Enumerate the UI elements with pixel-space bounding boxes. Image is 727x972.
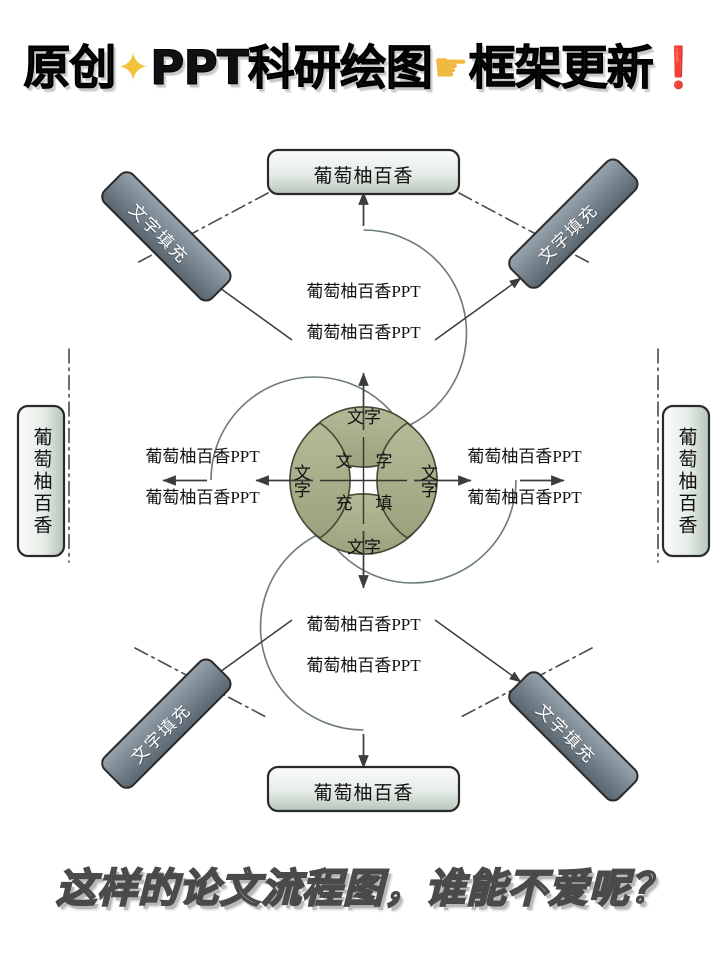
pointing-hand-icon: ☛ xyxy=(432,45,469,91)
title-text-part-1: 原创 xyxy=(23,40,117,96)
outer-box-top[interactable] xyxy=(266,148,461,196)
title-text-part-3: 框架更新 xyxy=(468,40,654,96)
exclamation-icon: ❗ xyxy=(653,45,704,91)
arrows-crescent-to-box xyxy=(162,191,565,769)
footer-caption-text: 这样的论文流程图，谁能不爱呢？ xyxy=(55,865,671,913)
footer-caption: 这样的论文流程图，谁能不爱呢？ xyxy=(0,856,727,914)
sparkle-icon: ✦ xyxy=(116,45,150,91)
crescent-bottom xyxy=(259,523,364,731)
diagonal-bar-top-right[interactable] xyxy=(505,156,641,292)
outer-box-right[interactable] xyxy=(661,404,711,558)
flow-diagram: 葡萄柚百香 葡萄柚百香 葡萄柚百香 葡萄柚百香 葡萄柚百香PPT 葡萄柚百香PP… xyxy=(0,130,727,830)
diagonal-bar-bottom-right[interactable] xyxy=(505,668,641,804)
page-title: 原创✦PPT科研绘图☛框架更新❗ xyxy=(0,26,727,110)
diagonal-bar-bottom-left[interactable] xyxy=(98,656,234,792)
outer-box-left[interactable] xyxy=(16,404,66,558)
arrow-to-bar-bottom-right xyxy=(434,619,522,683)
diagram-canvas xyxy=(16,148,711,813)
diagonal-bar-top-left[interactable] xyxy=(98,168,234,304)
title-text-part-2: PPT科研绘图 xyxy=(149,40,433,96)
outer-box-bottom[interactable] xyxy=(266,765,461,813)
arrow-to-bar-top-right xyxy=(434,277,522,341)
crescent-top xyxy=(363,229,468,437)
center-grid-lines xyxy=(320,437,407,524)
arrows-center-to-crescent xyxy=(255,372,472,589)
